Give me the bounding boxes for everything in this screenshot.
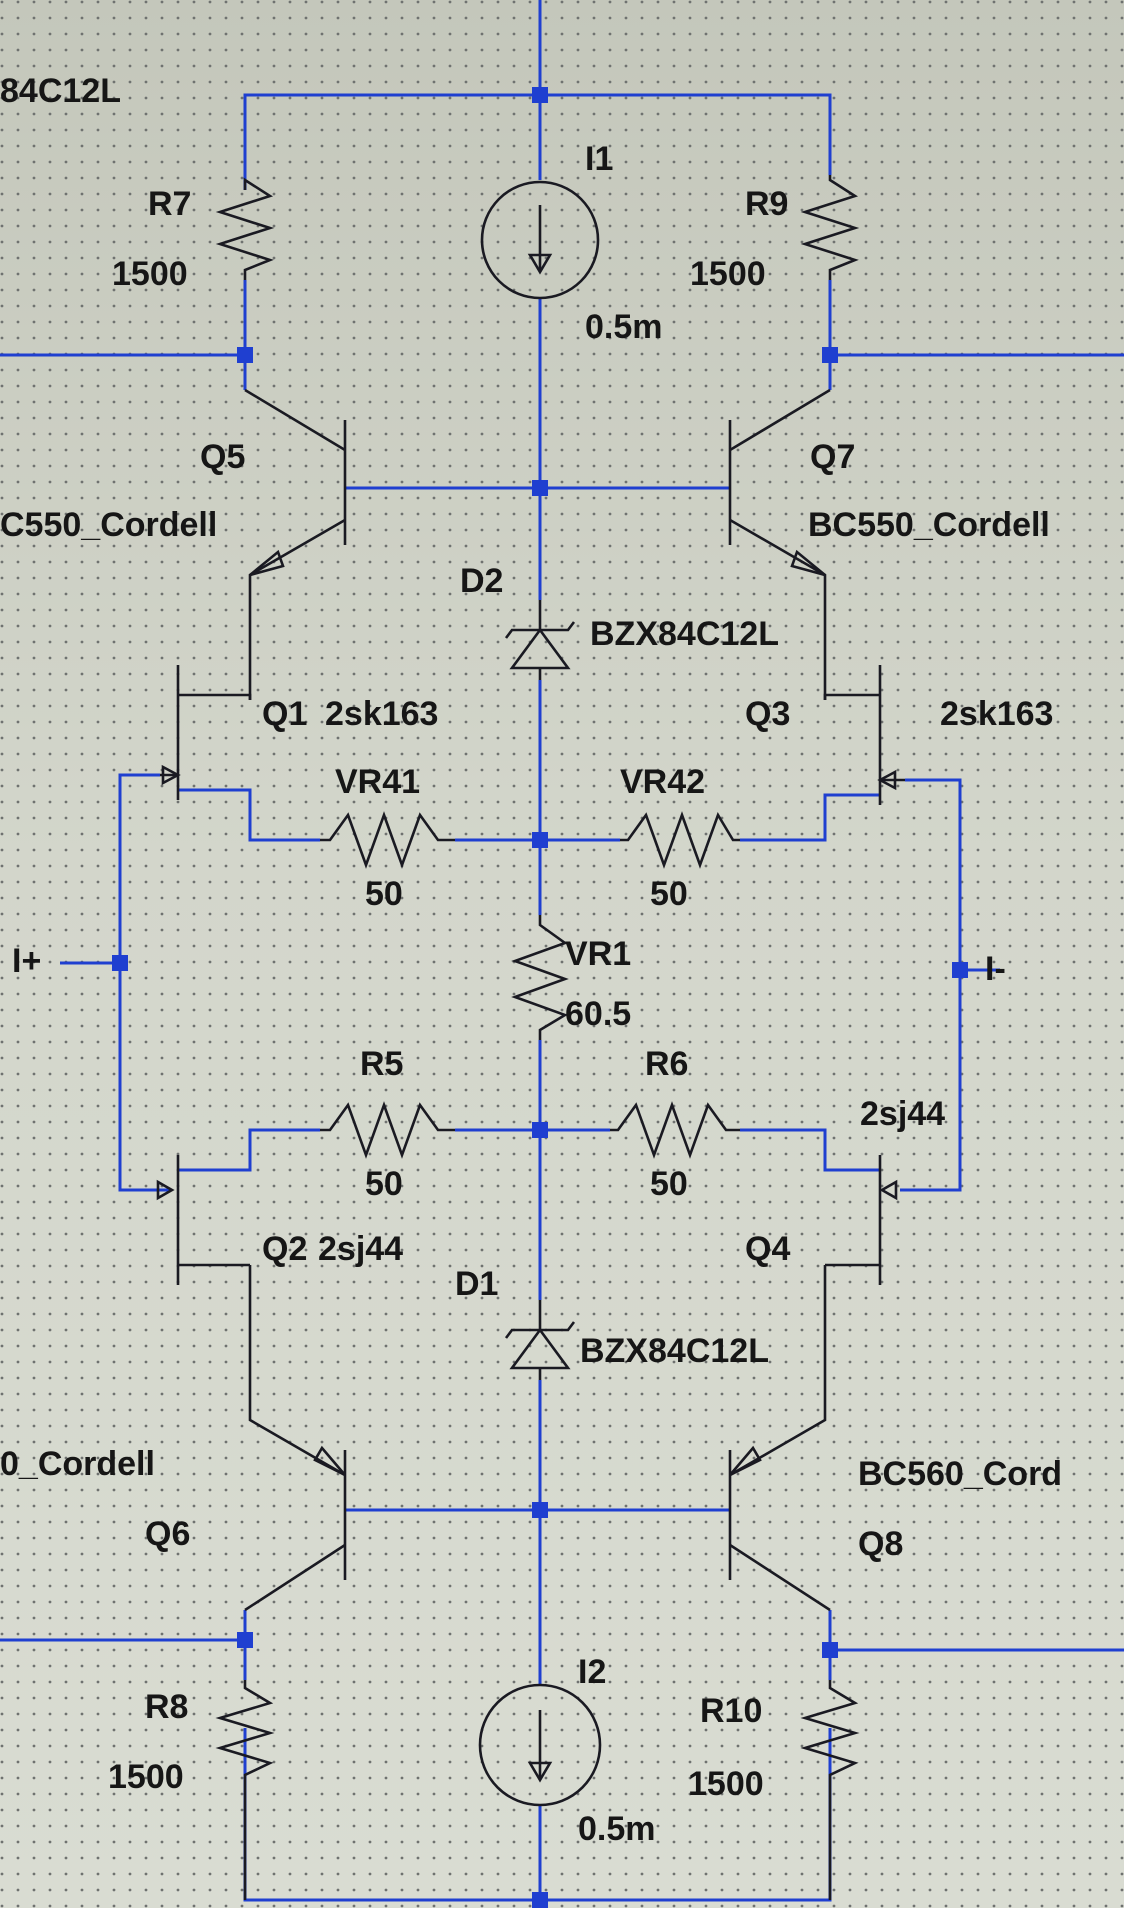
label-Q3-model: 2sk163	[940, 695, 1053, 733]
resistor-R8[interactable]	[215, 1680, 275, 1900]
net-label-top-left: 84C12L	[0, 72, 121, 110]
resistor-VR1[interactable]	[511, 915, 569, 1040]
label-R8-name: R8	[145, 1688, 188, 1726]
junction-dots	[112, 87, 968, 1908]
label-I1-name: I1	[585, 140, 613, 178]
label-Q3-name: Q3	[745, 695, 790, 733]
jfet-Q1[interactable]	[160, 665, 252, 800]
label-R10-name: R10	[700, 1692, 762, 1730]
label-R6-name: R6	[645, 1045, 688, 1083]
label-Q7-model: BC550_Cordell	[808, 506, 1050, 544]
labels: 84C12L R7 1500 R9 1500 I1 0.5m Q5 C550_C…	[0, 72, 1062, 1848]
label-R9-name: R9	[745, 185, 788, 223]
label-I2-value: 0.5m	[578, 1810, 656, 1848]
resistor-R7[interactable]	[215, 177, 275, 280]
label-VR1-value: 60.5	[565, 995, 631, 1033]
jfet-Q3[interactable]	[823, 665, 905, 805]
label-Q6-name: Q6	[145, 1515, 190, 1553]
resistor-VR42[interactable]	[620, 811, 740, 869]
transistor-Q5[interactable]	[244, 388, 347, 700]
label-Q6-model: 0_Cordell	[0, 1445, 155, 1483]
zener-diode-D2[interactable]	[504, 600, 576, 680]
label-Q1-name: Q1	[262, 695, 307, 733]
jfet-Q2[interactable]	[156, 1155, 250, 1285]
label-D1-model: BZX84C12L	[580, 1332, 769, 1370]
transistor-Q8[interactable]	[728, 1265, 831, 1612]
label-D2-model: BZX84C12L	[590, 615, 779, 653]
label-I2-name: I2	[578, 1653, 606, 1691]
label-R10-value: 1500	[688, 1765, 764, 1803]
label-Q8-model: BC560_Cord	[858, 1455, 1062, 1493]
label-Q7-name: Q7	[810, 438, 855, 476]
net-label-i-plus: I+	[12, 942, 41, 980]
label-R5-name: R5	[360, 1045, 403, 1083]
label-Q1-model: 2sk163	[325, 695, 438, 733]
label-Q8-name: Q8	[858, 1525, 903, 1563]
resistor-VR41[interactable]	[320, 811, 455, 869]
transistor-Q7[interactable]	[728, 388, 831, 700]
jfet-Q4[interactable]	[825, 1155, 898, 1285]
label-R6-value: 50	[650, 1165, 688, 1203]
resistor-R5[interactable]	[320, 1101, 455, 1159]
label-R7-name: R7	[148, 185, 191, 223]
label-VR42-value: 50	[650, 875, 688, 913]
resistor-R6[interactable]	[610, 1101, 740, 1159]
label-Q2-name: Q2	[262, 1230, 307, 1268]
zener-diode-D1[interactable]	[504, 1300, 576, 1380]
label-Q4-model: 2sj44	[860, 1095, 945, 1133]
net-label-i-minus: I-	[985, 950, 1006, 988]
label-R5-value: 50	[365, 1165, 403, 1203]
label-Q2-model: 2sj44	[318, 1230, 403, 1268]
label-R7-value: 1500	[112, 255, 188, 293]
resistor-R9[interactable]	[800, 175, 860, 280]
label-VR42-name: VR42	[620, 763, 705, 801]
current-source-I1[interactable]	[480, 180, 600, 300]
resistor-R10[interactable]	[800, 1680, 860, 1900]
transistor-Q6[interactable]	[244, 1265, 347, 1612]
label-R9-value: 1500	[690, 255, 766, 293]
current-source-I2[interactable]	[478, 1683, 602, 1807]
label-D1-name: D1	[455, 1265, 498, 1303]
label-Q5-name: Q5	[200, 438, 245, 476]
label-Q4-name: Q4	[745, 1230, 790, 1268]
label-VR41-name: VR41	[335, 763, 420, 801]
label-R8-value: 1500	[108, 1758, 184, 1796]
label-I1-value: 0.5m	[585, 308, 663, 346]
label-Q5-model: C550_Cordell	[0, 506, 217, 544]
label-VR41-value: 50	[365, 875, 403, 913]
label-D2-name: D2	[460, 562, 503, 600]
label-VR1-name: VR1	[565, 935, 631, 973]
